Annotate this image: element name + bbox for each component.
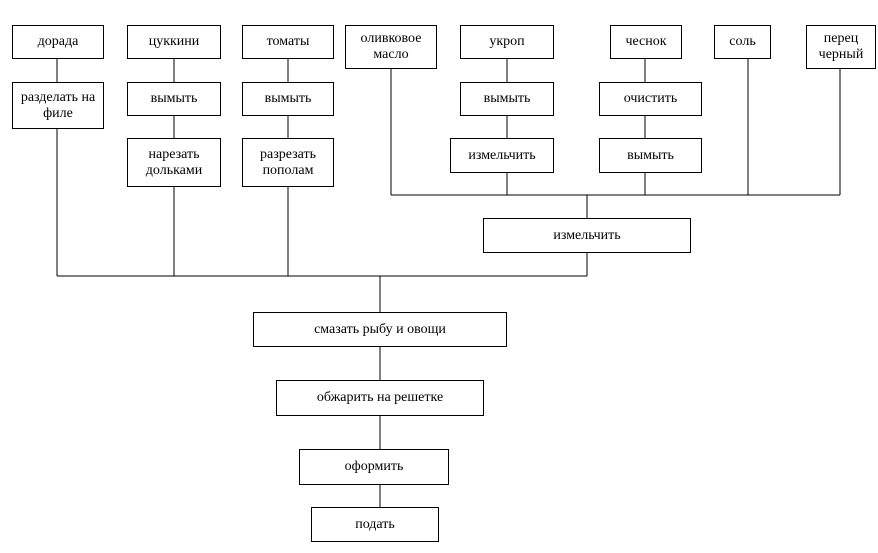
step-peel-garlic: очистить [599,82,702,116]
step-wash-tomatoes: вымыть [242,82,334,116]
ingredient-salt: соль [714,25,771,59]
step-slice-zucchini: нарезать дольками [127,138,221,187]
ingredient-dorada: дорада [12,25,104,59]
ingredient-dill: укроп [460,25,554,59]
step-wash-garlic: вымыть [599,138,702,173]
step-garnish: оформить [299,449,449,485]
step-grill: обжарить на решетке [276,380,484,416]
step-chop-dill: измельчить [450,138,554,173]
step-serve: подать [311,507,439,542]
ingredient-garlic: чеснок [610,25,682,59]
ingredient-zucchini: цуккини [127,25,221,59]
ingredient-black-pepper: перец черный [806,25,876,69]
ingredient-tomatoes: томаты [242,25,334,59]
step-wash-zucchini: вымыть [127,82,221,116]
step-fillet: разделать на филе [12,82,104,129]
step-chop-all: измельчить [483,218,691,253]
step-coat-fish-vegetables: смазать рыбу и овощи [253,312,507,347]
ingredient-olive-oil: оливковое масло [345,25,437,69]
step-halve-tomatoes: разрезать пополам [242,138,334,187]
step-wash-dill: вымыть [460,82,554,116]
